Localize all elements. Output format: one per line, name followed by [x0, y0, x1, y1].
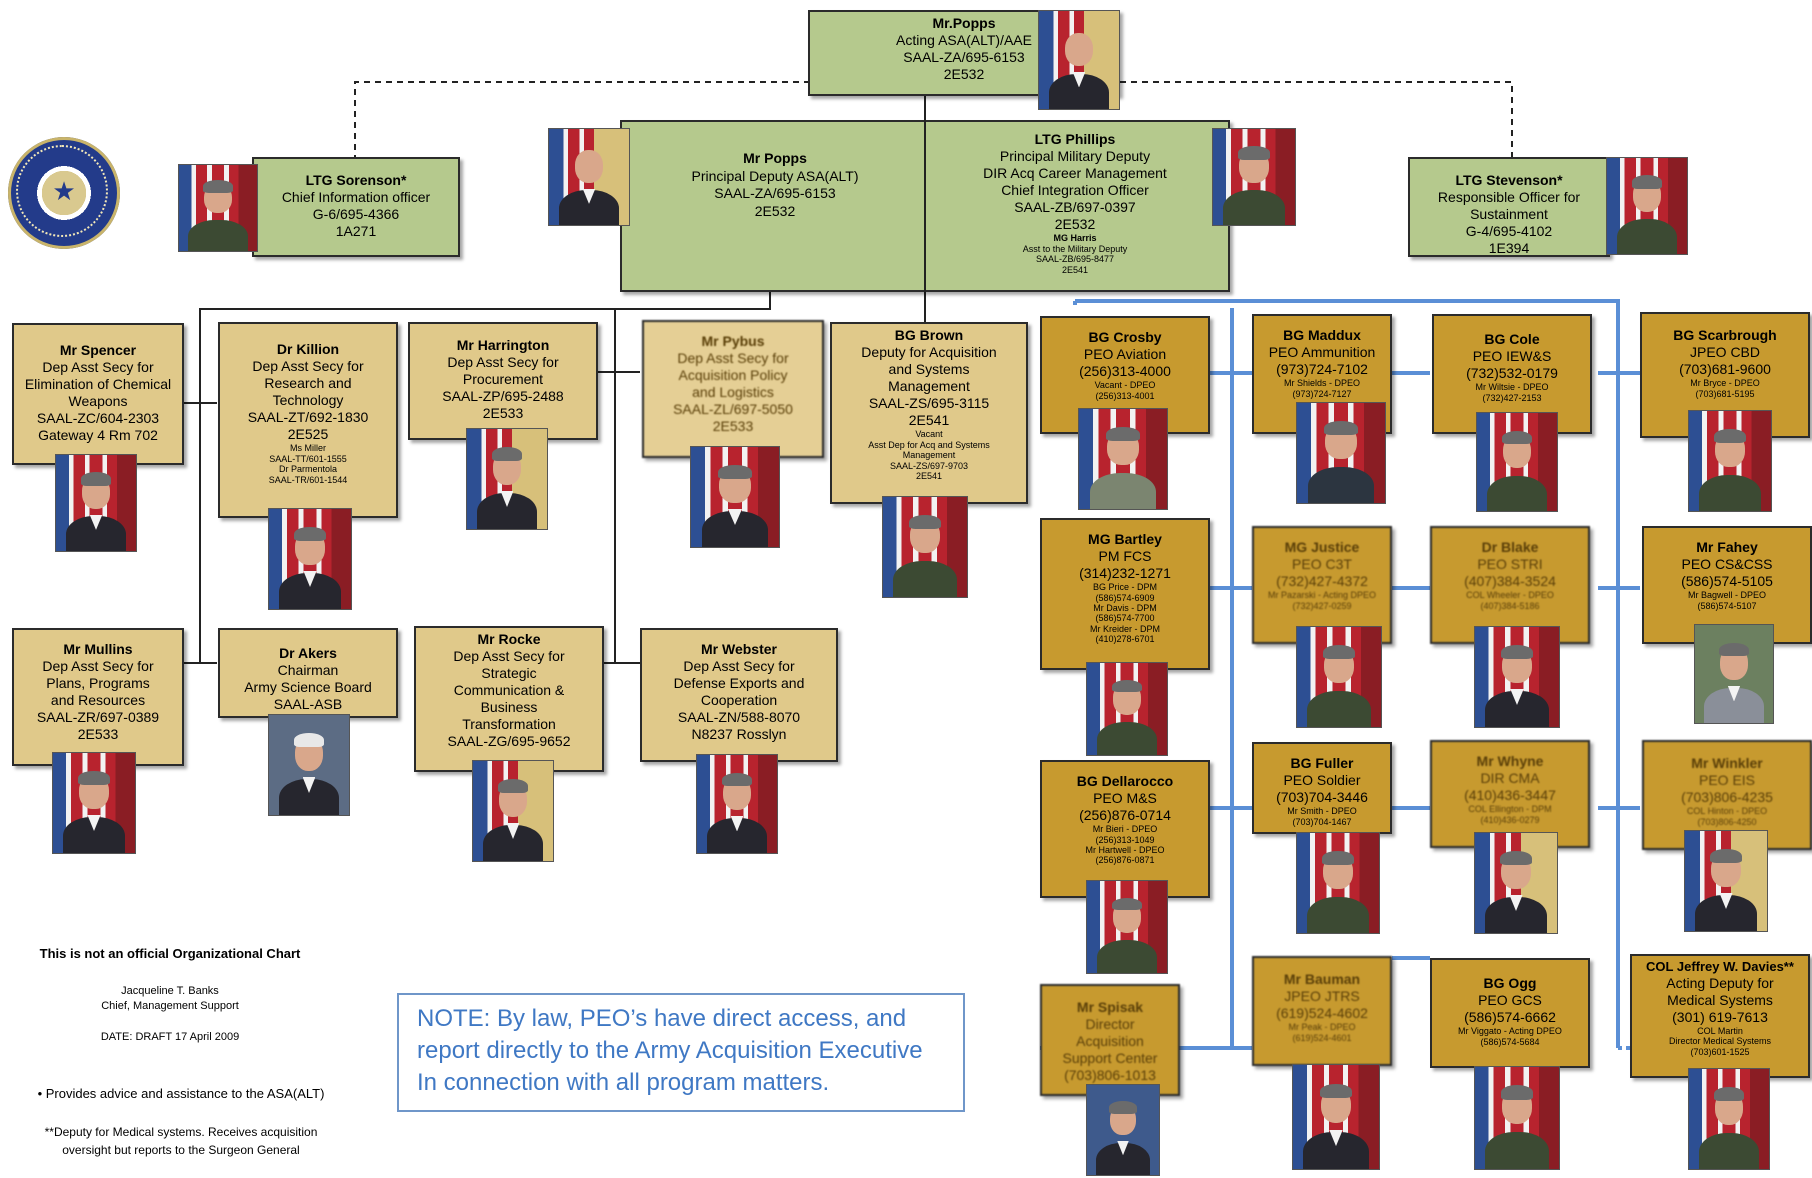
box-blake[interactable]: Dr Blake PEO STRI (407)384-3524 COL Whee…: [1430, 526, 1590, 644]
photo-whyne: [1474, 832, 1558, 934]
photo-fahey: [1694, 624, 1774, 724]
box-akers[interactable]: Dr Akers Chairman Army Science Board SAA…: [218, 628, 398, 718]
photo-bartley: [1086, 662, 1168, 756]
note-line-2: report directly to the Army Acquisition …: [417, 1037, 923, 1064]
box-bauman[interactable]: Mr Bauman JPEO JTRS (619)524-4602 Mr Pea…: [1252, 956, 1392, 1066]
photo-crosby: [1078, 408, 1168, 510]
box-spisak[interactable]: Mr Spisak Director Acquisition Support C…: [1040, 984, 1180, 1096]
principal-divider: [924, 120, 926, 292]
photo-phillips: [1212, 128, 1296, 226]
box-harrington[interactable]: Mr Harrington Dep Asst Secy for Procurem…: [408, 322, 598, 440]
photo-bauman: [1292, 1064, 1380, 1170]
disclaimer-text: This is not an official Organizational C…: [39, 946, 301, 961]
footnote-medical-1: **Deputy for Medical systems. Receives a…: [44, 1125, 318, 1139]
photo-rocke: [472, 760, 554, 862]
photo-popps-principal: [548, 128, 630, 226]
box-brown[interactable]: BG Brown Deputy for Acquisition and Syst…: [830, 322, 1028, 504]
photo-akers: [268, 714, 350, 816]
dashed-line-cio: [354, 81, 810, 158]
photo-justice: [1296, 626, 1382, 728]
box-spencer[interactable]: Mr Spencer Dep Asst Secy for Elimination…: [12, 323, 184, 465]
box-ogg[interactable]: BG Ogg PEO GCS (586)574-6662 Mr Viggato …: [1430, 958, 1590, 1068]
photo-mullins: [52, 752, 136, 854]
box-mullins[interactable]: Mr Mullins Dep Asst Secy for Plans, Prog…: [12, 628, 184, 766]
author-name: Jacqueline T. Banks: [121, 985, 219, 997]
footnote-advice: • Provides advice and assistance to the …: [37, 1086, 325, 1101]
photo-scarbrough: [1688, 410, 1772, 512]
box-davies[interactable]: COL Jeffrey W. Davies** Acting Deputy fo…: [1630, 954, 1810, 1078]
photo-popps-top: [1038, 10, 1120, 110]
top-name: Mr.Popps: [932, 15, 996, 31]
box-bartley[interactable]: MG Bartley PM FCS (314)232-1271 BG Price…: [1040, 518, 1210, 670]
photo-winkler: [1684, 830, 1768, 932]
photo-spencer: [55, 454, 137, 552]
photo-brown: [882, 496, 968, 598]
note-line-3: In connection with all program matters.: [417, 1069, 830, 1096]
note-line-1: NOTE: By law, PEO’s have direct access, …: [417, 1005, 907, 1032]
photo-harrington: [466, 428, 548, 530]
box-crosby[interactable]: BG Crosby PEO Aviation (256)313-4000 Vac…: [1040, 316, 1210, 434]
photo-spisak: [1086, 1084, 1160, 1176]
draft-date: DATE: DRAFT 17 April 2009: [100, 1031, 240, 1043]
box-fuller[interactable]: BG Fuller PEO Soldier (703)704-3446 Mr S…: [1252, 742, 1392, 834]
army-asa-seal-logo: ★: [8, 137, 120, 249]
footnote-medical-2: oversight but reports to the Surgeon Gen…: [62, 1143, 300, 1157]
box-rocke[interactable]: Mr Rocke Dep Asst Secy for Strategic Com…: [414, 626, 604, 772]
dashed-line-sustainment: [1120, 81, 1513, 158]
photo-ogg: [1474, 1066, 1560, 1170]
blue-peo-bus-outer: [1075, 299, 1620, 1048]
photo-webster: [696, 754, 778, 854]
photo-blake: [1474, 626, 1560, 728]
photo-cole: [1476, 412, 1558, 512]
box-whyne[interactable]: Mr Whyne DIR CMA (410)436-3447 COL Ellin…: [1430, 740, 1590, 848]
photo-sorenson: [178, 164, 258, 252]
box-webster[interactable]: Mr Webster Dep Asst Secy for Defense Exp…: [640, 628, 838, 762]
box-pybus[interactable]: Mr Pybus Dep Asst Secy for Acquisition P…: [642, 320, 824, 458]
photo-fuller: [1296, 832, 1380, 934]
photo-dellarocco: [1086, 880, 1168, 974]
note-box: NOTE: By law, PEO’s have direct access, …: [397, 993, 965, 1112]
photo-stevenson: [1606, 157, 1688, 255]
box-principal-military-deputy[interactable]: LTG Phillips Principal Military Deputy D…: [983, 131, 1167, 275]
photo-killion: [268, 508, 352, 610]
box-stevenson[interactable]: LTG Stevenson* Responsible Officer for S…: [1408, 157, 1610, 257]
box-sorenson[interactable]: LTG Sorenson* Chief Information officer …: [252, 157, 460, 257]
photo-maddux: [1296, 402, 1386, 504]
box-dellarocco[interactable]: BG Dellarocco PEO M&S (256)876-0714 Mr B…: [1040, 760, 1210, 898]
box-justice[interactable]: MG Justice PEO C3T (732)427-4372 Mr Paza…: [1252, 526, 1392, 644]
box-principal-deputy[interactable]: Mr Popps Principal Deputy ASA(ALT) SAAL-…: [691, 150, 859, 219]
line-deputy-bus: [199, 290, 771, 663]
author-title: Chief, Management Support: [101, 1000, 239, 1012]
photo-davies: [1688, 1068, 1770, 1170]
photo-pybus: [690, 446, 780, 548]
box-killion[interactable]: Dr Killion Dep Asst Secy for Research an…: [218, 322, 398, 518]
